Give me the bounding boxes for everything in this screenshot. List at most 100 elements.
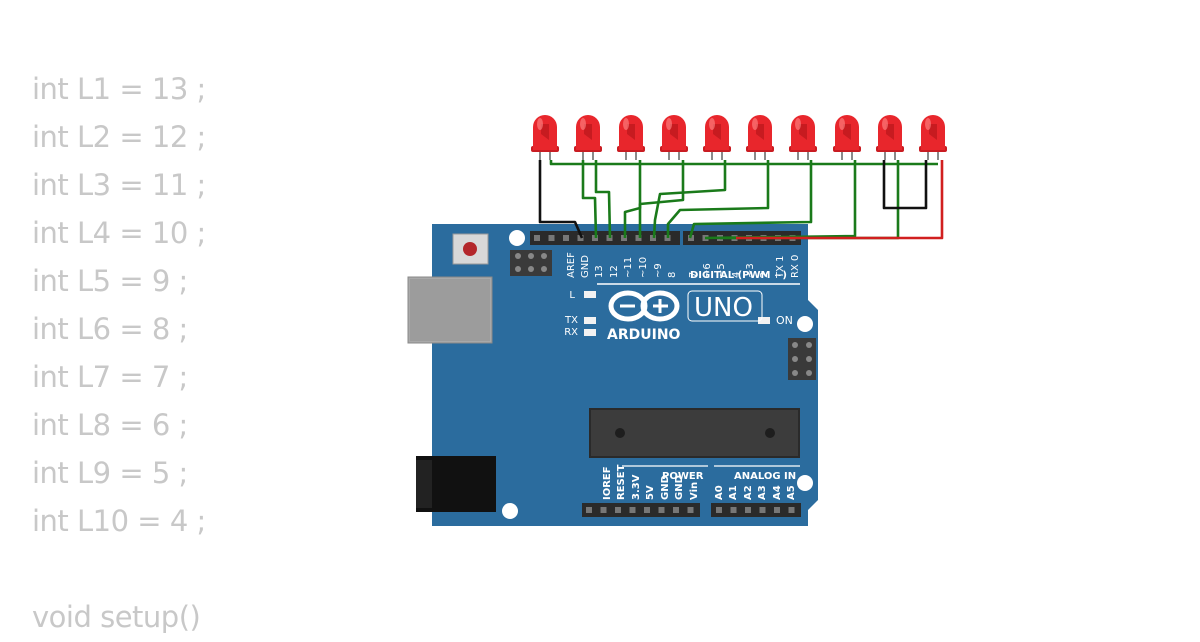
led-4[interactable] — [660, 115, 688, 160]
wire-pin-10[interactable] — [638, 160, 685, 238]
header-pin[interactable] — [730, 507, 737, 513]
reset-button[interactable] — [452, 233, 489, 265]
header-pin[interactable] — [534, 235, 540, 241]
code-line: int L7 = 7 ; — [32, 360, 188, 394]
digital-header-left[interactable] — [530, 231, 680, 245]
header-pin[interactable] — [600, 507, 607, 513]
label-l: L — [569, 290, 575, 301]
usb-port — [407, 276, 493, 344]
wire-gnd[interactable] — [538, 160, 584, 239]
header-pin[interactable] — [673, 507, 679, 513]
pin-label: 4 — [731, 272, 742, 278]
wire-pin-7[interactable] — [688, 160, 813, 239]
pin-label: ~10 — [638, 257, 649, 278]
wire-ground-bridge[interactable] — [882, 160, 928, 210]
header-pin[interactable] — [774, 507, 780, 513]
header-pin[interactable] — [577, 235, 584, 241]
led-3[interactable] — [617, 115, 645, 160]
wires[interactable] — [538, 160, 944, 240]
pin-label: AREF — [566, 252, 577, 278]
wire-pin-9[interactable] — [652, 160, 727, 239]
header-pin[interactable] — [716, 507, 722, 513]
header-pin[interactable] — [635, 235, 642, 241]
wire-common-cathode[interactable] — [549, 160, 938, 166]
wire-pin-13[interactable] — [581, 160, 598, 239]
led-8[interactable] — [833, 115, 861, 160]
pin-label: 5V — [645, 485, 656, 500]
wire-pin-12[interactable] — [594, 160, 612, 239]
header-pin[interactable] — [658, 507, 665, 513]
wire-pin-11[interactable] — [623, 160, 642, 238]
pin-label: A2 — [743, 485, 754, 500]
pin-label: A5 — [786, 485, 797, 500]
header-pin[interactable] — [615, 507, 621, 513]
pin-label: GND — [674, 475, 685, 500]
header-pin[interactable] — [687, 507, 694, 513]
led-rx-indicator — [584, 329, 596, 336]
analog-header[interactable] — [711, 503, 801, 517]
code-line: int L4 = 10 ; — [32, 216, 206, 250]
led-5[interactable] — [703, 115, 731, 160]
header-pin[interactable] — [548, 235, 555, 241]
led-array[interactable] — [531, 115, 947, 160]
led-1[interactable] — [531, 115, 559, 160]
label-tx: TX — [564, 315, 578, 326]
mounting-hole — [509, 230, 525, 246]
pin-label: TX 1 — [775, 256, 786, 280]
led-6[interactable] — [746, 115, 774, 160]
led-tx-indicator — [584, 317, 596, 324]
led-10[interactable] — [919, 115, 947, 160]
pin-label: 13 — [594, 265, 605, 278]
pin-label: Vin — [689, 482, 700, 500]
pin-label: GND — [660, 475, 671, 500]
code-line: void setup() — [32, 600, 201, 634]
pin-label: ~6 — [702, 263, 713, 278]
pin-label: 2 — [759, 272, 770, 278]
led-9[interactable] — [876, 115, 904, 160]
arduino-logo — [608, 290, 680, 322]
code-editor[interactable]: int L1 = 13 ; int L2 = 12 ; int L3 = 11 … — [32, 66, 372, 642]
code-line: int L6 = 8 ; — [32, 312, 188, 346]
header-pin[interactable] — [629, 507, 636, 513]
pin-label: RESET — [616, 464, 627, 500]
header-pin[interactable] — [650, 235, 656, 241]
pin-label: 8 — [667, 272, 678, 278]
power-header-label: POWER — [662, 471, 704, 482]
model-label: UNO — [694, 293, 753, 323]
pin-label: ~5 — [716, 263, 727, 278]
icsp-header-right — [788, 338, 816, 380]
pin-label: A1 — [728, 485, 739, 500]
pin-label: RX 0 — [790, 255, 801, 278]
wire-pin-4[interactable] — [736, 160, 944, 240]
code-line: int L1 = 13 ; — [32, 72, 206, 106]
pin-label: 7 — [688, 272, 699, 278]
led-2[interactable] — [574, 115, 602, 160]
label-rx: RX — [564, 327, 578, 338]
pin-label: ~3 — [745, 263, 756, 278]
pin-label: ~11 — [623, 257, 634, 278]
header-pin[interactable] — [745, 507, 751, 513]
header-pin[interactable] — [586, 507, 592, 513]
header-pin[interactable] — [759, 507, 766, 513]
header-pin[interactable] — [788, 507, 795, 513]
pin-label: ~9 — [653, 263, 664, 278]
power-header[interactable] — [582, 503, 700, 517]
wire-pin-8[interactable] — [666, 160, 770, 238]
digital-header-label: DIGITAL (PWM ~) — [690, 270, 787, 281]
code-line: int L9 = 5 ; — [32, 456, 188, 490]
mounting-hole — [502, 503, 518, 519]
led-7[interactable] — [789, 115, 817, 160]
led-on-indicator — [758, 317, 770, 324]
analog-header-label: ANALOG IN — [734, 471, 796, 482]
header-pin[interactable] — [644, 507, 650, 513]
pin-label: A3 — [757, 485, 768, 500]
pin-label: A0 — [714, 485, 725, 500]
atmega-chip — [589, 408, 800, 458]
arduino-uno-board[interactable]: L TX RX ON DIGITAL (PWM ~) ARDUINO UNO P… — [407, 224, 818, 526]
code-line: int L3 = 11 ; — [32, 168, 206, 202]
header-pin[interactable] — [563, 235, 569, 241]
pin-label: GND — [580, 255, 591, 278]
pin-label: 12 — [609, 265, 620, 278]
code-line: int L5 = 9 ; — [32, 264, 188, 298]
